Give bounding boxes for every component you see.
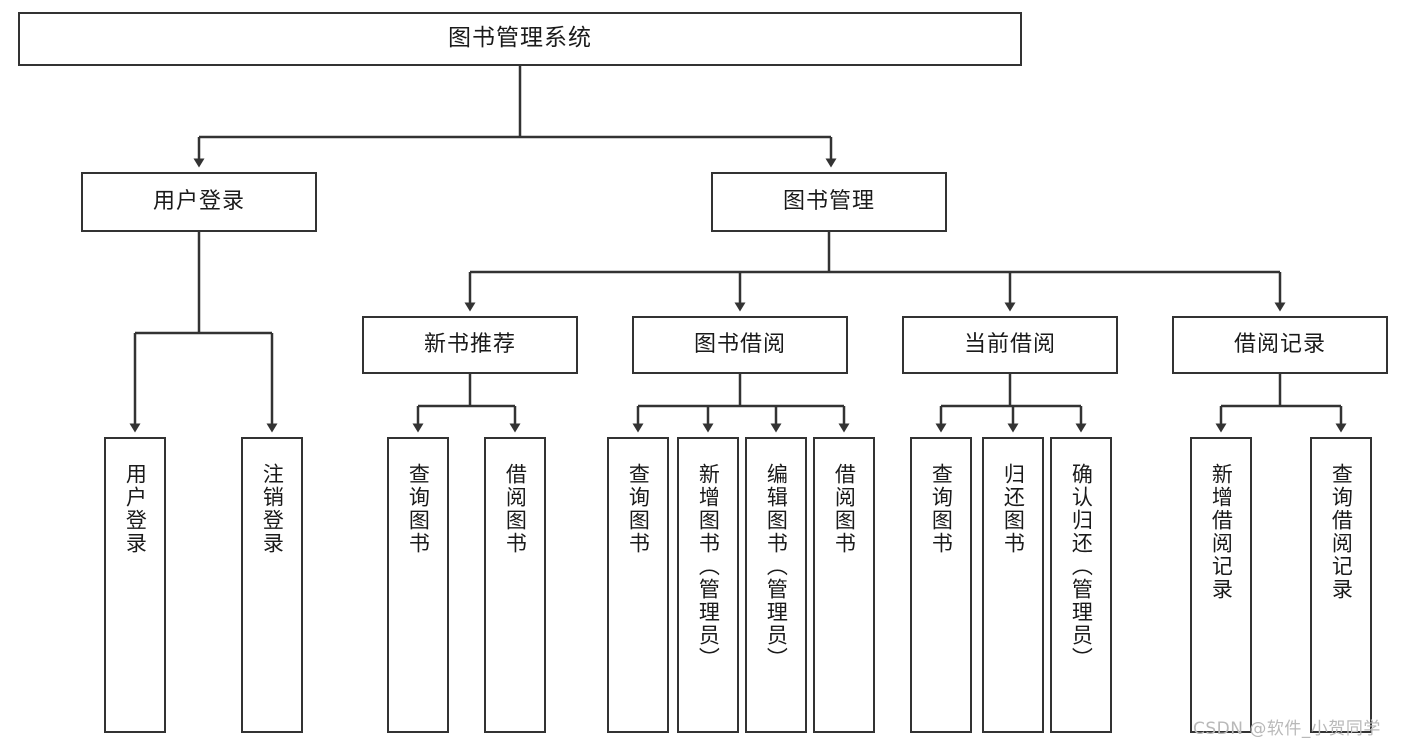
node-book-borrow[interactable]: 图书借阅 [632, 316, 848, 374]
node-new-book-recommend[interactable]: 新书推荐 [362, 316, 578, 374]
leaf-return-book-label: 归还图书 [1001, 463, 1026, 555]
leaf-borrow-book-2[interactable]: 借阅图书 [813, 437, 875, 733]
leaf-query-book-3-label: 查询图书 [929, 463, 954, 555]
leaf-query-book-3[interactable]: 查询图书 [910, 437, 972, 733]
leaf-query-book-1[interactable]: 查询图书 [387, 437, 449, 733]
leaf-user-login[interactable]: 用户登录 [104, 437, 166, 733]
leaf-borrow-book-1-label: 借阅图书 [503, 463, 528, 555]
leaf-edit-book[interactable]: 编辑图书（管理员） [745, 437, 807, 733]
node-book-management[interactable]: 图书管理 [711, 172, 947, 232]
node-current-borrow-label: 当前借阅 [963, 331, 1056, 357]
leaf-user-login-label: 用户登录 [123, 463, 148, 555]
leaf-query-book-2[interactable]: 查询图书 [607, 437, 669, 733]
node-borrow-record-label: 借阅记录 [1233, 331, 1326, 357]
node-new-book-recommend-label: 新书推荐 [423, 331, 516, 357]
node-root-label: 图书管理系统 [448, 25, 592, 52]
leaf-confirm-return[interactable]: 确认归还（管理员） [1050, 437, 1112, 733]
leaf-borrow-book-1[interactable]: 借阅图书 [484, 437, 546, 733]
leaf-add-record-label: 新增借阅记录 [1209, 463, 1234, 601]
leaf-return-book[interactable]: 归还图书 [982, 437, 1044, 733]
leaf-query-record-label: 查询借阅记录 [1329, 463, 1354, 601]
node-root-system[interactable]: 图书管理系统 [18, 12, 1022, 66]
watermark-text: CSDN @软件_小贺同学 [1193, 719, 1381, 739]
node-current-borrow[interactable]: 当前借阅 [902, 316, 1118, 374]
leaf-add-book-label: 新增图书（管理员） [696, 463, 721, 670]
leaf-logout[interactable]: 注销登录 [241, 437, 303, 733]
node-user-login[interactable]: 用户登录 [81, 172, 317, 232]
node-book-borrow-label: 图书借阅 [693, 331, 786, 357]
node-book-management-label: 图书管理 [782, 188, 875, 214]
leaf-query-book-2-label: 查询图书 [626, 463, 651, 555]
leaf-edit-book-label: 编辑图书（管理员） [764, 463, 789, 670]
node-borrow-record[interactable]: 借阅记录 [1172, 316, 1388, 374]
leaf-query-book-1-label: 查询图书 [406, 463, 431, 555]
leaf-confirm-return-label: 确认归还（管理员） [1069, 463, 1094, 670]
node-user-login-label: 用户登录 [152, 188, 245, 214]
leaf-logout-label: 注销登录 [260, 463, 285, 555]
leaf-query-record[interactable]: 查询借阅记录 [1310, 437, 1372, 733]
leaf-borrow-book-2-label: 借阅图书 [832, 463, 857, 555]
leaf-add-book[interactable]: 新增图书（管理员） [677, 437, 739, 733]
leaf-add-record[interactable]: 新增借阅记录 [1190, 437, 1252, 733]
